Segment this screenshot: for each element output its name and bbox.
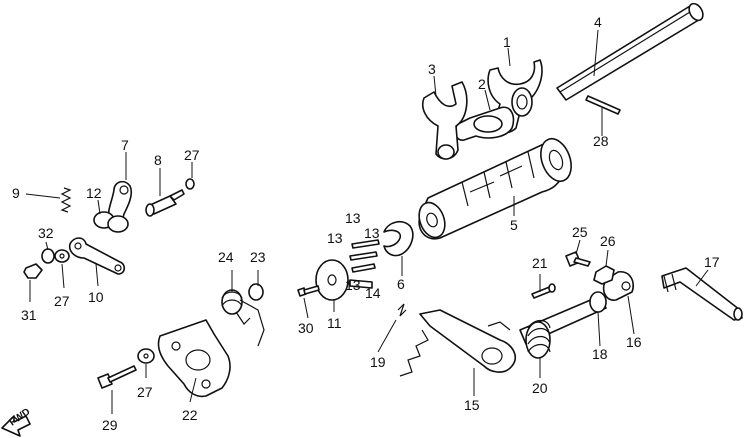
bolt-25 [565, 251, 591, 267]
callout-2: 2 [478, 76, 486, 92]
cam-plate [315, 259, 349, 301]
collar-23 [248, 283, 264, 301]
callout-27c: 27 [137, 384, 153, 400]
part-14 [349, 279, 373, 289]
callout-15: 15 [464, 397, 480, 413]
callout-11: 11 [327, 315, 342, 331]
callout-18: 18 [592, 346, 608, 362]
callout-7: 7 [121, 137, 129, 153]
callout-27a: 27 [184, 147, 200, 163]
callout-26: 26 [600, 233, 616, 249]
spring-19 [397, 303, 429, 377]
pin-21 [531, 283, 556, 299]
drum-pins [349, 239, 380, 273]
gearshift-spindle-assembly [519, 291, 607, 359]
callout-17: 17 [704, 254, 720, 270]
callout-12: 12 [86, 185, 102, 201]
callout-24: 24 [218, 249, 234, 265]
callout-14: 14 [365, 285, 381, 301]
drum-center-plate [383, 220, 414, 257]
callout-23: 23 [250, 249, 266, 265]
callout-19: 19 [370, 354, 386, 370]
callout-20: 20 [532, 380, 548, 396]
guide-plate [157, 319, 231, 398]
callout-4: 4 [594, 14, 602, 30]
spring-9 [60, 187, 72, 213]
callout-9: 9 [12, 185, 20, 201]
shift-spindle [661, 267, 743, 321]
callout-1: 1 [503, 34, 511, 50]
callout-32: 32 [38, 225, 54, 241]
shift-fork-center [454, 106, 515, 141]
callout-29: 29 [102, 417, 118, 433]
roller-12 [93, 211, 129, 233]
washers-27 [54, 178, 195, 364]
nut-31 [23, 263, 43, 279]
callout-21: 21 [532, 255, 548, 271]
collar-bolt [145, 189, 185, 217]
leader-lines [25, 29, 709, 414]
callout-3: 3 [428, 61, 436, 77]
callout-22: 22 [182, 407, 198, 423]
callout-27b: 27 [54, 293, 70, 309]
pin-28 [585, 95, 621, 115]
callout-13b: 13 [327, 230, 343, 246]
callout-5: 5 [510, 217, 518, 233]
shift-fork-shaft [556, 2, 704, 101]
callout-30: 30 [298, 320, 314, 336]
gearshift-plate-15 [419, 309, 516, 373]
callout-13c: 13 [364, 225, 380, 241]
callout-13a: 13 [345, 210, 361, 226]
stopper-arm [68, 237, 126, 275]
callout-13d: 13 [345, 277, 361, 293]
callout-16: 16 [626, 334, 642, 350]
shift-fork-left [422, 81, 468, 160]
callout-10: 10 [88, 289, 104, 305]
collar-32 [41, 248, 55, 264]
callout-28: 28 [593, 133, 609, 149]
bolt-30 [297, 285, 320, 297]
shift-drum [418, 137, 572, 240]
callout-8: 8 [154, 152, 162, 168]
callout-25: 25 [572, 224, 588, 240]
callout-6: 6 [397, 276, 405, 292]
bolt-29 [97, 365, 137, 389]
fwd-arrow-icon [1, 415, 31, 437]
callout-31: 31 [21, 307, 37, 323]
callout-labels: 1 2 3 4 5 6 7 8 9 10 11 12 13 13 13 14 1… [7, 14, 719, 433]
